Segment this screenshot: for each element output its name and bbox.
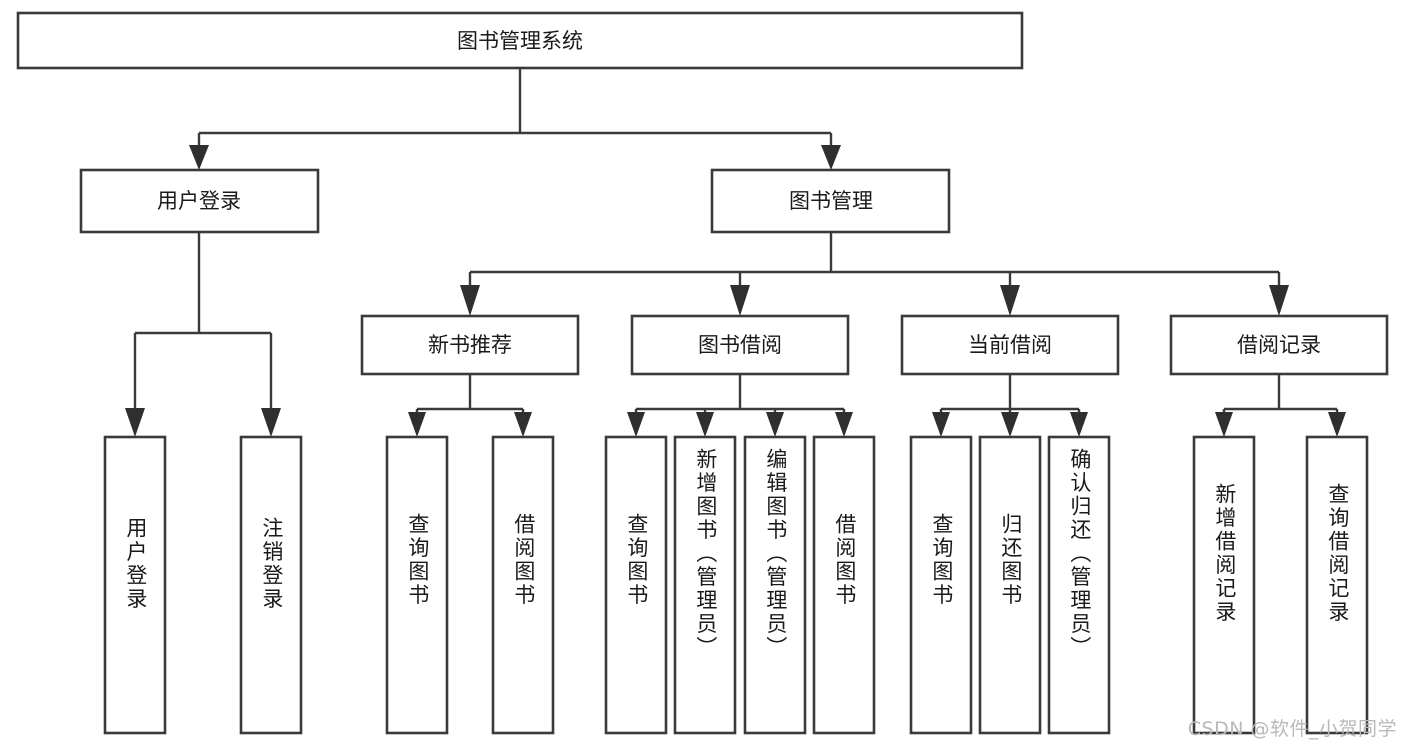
arrow-head-icon bbox=[1070, 412, 1088, 437]
connector-user-login-branch bbox=[133, 232, 273, 425]
node-leaf-add-book[interactable] bbox=[673, 435, 737, 735]
node-user-login[interactable] bbox=[79, 168, 320, 234]
node-leaf-user-logout[interactable] bbox=[239, 435, 303, 735]
arrow-head-icon bbox=[730, 285, 750, 316]
node-book-manage[interactable] bbox=[710, 168, 951, 234]
watermark-text: CSDN @软件_小贺同学 bbox=[1187, 718, 1397, 740]
node-leaf-user-login[interactable] bbox=[103, 435, 167, 735]
node-book-borrow-label: 图书借阅 bbox=[698, 333, 782, 357]
node-leaf-borrow-book-1[interactable] bbox=[491, 435, 555, 735]
arrow-head-icon bbox=[821, 145, 841, 170]
node-layer: 图书管理系统 用户登录 图书管理 新书推荐 图书借阅 当前借阅 借阅记录 bbox=[16, 11, 1389, 735]
arrow-head-icon bbox=[1215, 412, 1233, 437]
node-new-book-recommend[interactable] bbox=[360, 314, 580, 376]
arrowhead-layer bbox=[125, 145, 1346, 437]
connector-borrow-record-branch bbox=[1222, 374, 1339, 425]
node-user-login-label: 用户登录 bbox=[157, 189, 241, 213]
node-leaf-query-book-2[interactable] bbox=[604, 435, 668, 735]
arrow-head-icon bbox=[1000, 285, 1020, 316]
node-borrow-record-label: 借阅记录 bbox=[1237, 333, 1321, 357]
node-root-label: 图书管理系统 bbox=[457, 29, 583, 53]
arrow-head-icon bbox=[125, 408, 145, 437]
node-borrow-record[interactable] bbox=[1169, 314, 1389, 376]
arrow-head-icon bbox=[1269, 285, 1289, 316]
node-leaf-add-record[interactable] bbox=[1192, 435, 1256, 735]
node-book-manage-label: 图书管理 bbox=[789, 189, 873, 213]
connector-book-manage-trunk bbox=[468, 232, 1281, 300]
arrow-head-icon bbox=[460, 285, 480, 316]
node-current-borrow-label: 当前借阅 bbox=[968, 333, 1052, 357]
node-leaf-return-book[interactable] bbox=[978, 435, 1042, 735]
node-leaf-edit-book[interactable] bbox=[743, 435, 807, 735]
node-leaf-query-book-3[interactable] bbox=[909, 435, 973, 735]
arrow-head-icon bbox=[261, 408, 281, 437]
node-book-borrow[interactable] bbox=[630, 314, 850, 376]
arrow-head-icon bbox=[627, 412, 645, 437]
arrow-head-icon bbox=[1328, 412, 1346, 437]
arrow-head-icon bbox=[766, 412, 784, 437]
arrow-head-icon bbox=[835, 412, 853, 437]
node-root[interactable] bbox=[16, 11, 1024, 70]
arrow-head-icon bbox=[189, 145, 209, 170]
node-current-borrow[interactable] bbox=[900, 314, 1120, 376]
node-leaf-query-record[interactable] bbox=[1305, 435, 1369, 735]
arrow-head-icon bbox=[514, 412, 532, 437]
node-leaf-query-book-1[interactable] bbox=[385, 435, 449, 735]
arrow-head-icon bbox=[1001, 412, 1019, 437]
connector-new-book-branch bbox=[415, 374, 525, 425]
node-leaf-borrow-book-2[interactable] bbox=[812, 435, 876, 735]
arrow-head-icon bbox=[696, 412, 714, 437]
node-leaf-confirm-return[interactable] bbox=[1047, 435, 1111, 735]
node-new-book-recommend-label: 新书推荐 bbox=[428, 333, 512, 357]
connector-root-trunk bbox=[197, 68, 833, 160]
connector-book-borrow-branch bbox=[634, 374, 846, 425]
arrow-head-icon bbox=[408, 412, 426, 437]
arrow-head-icon bbox=[932, 412, 950, 437]
